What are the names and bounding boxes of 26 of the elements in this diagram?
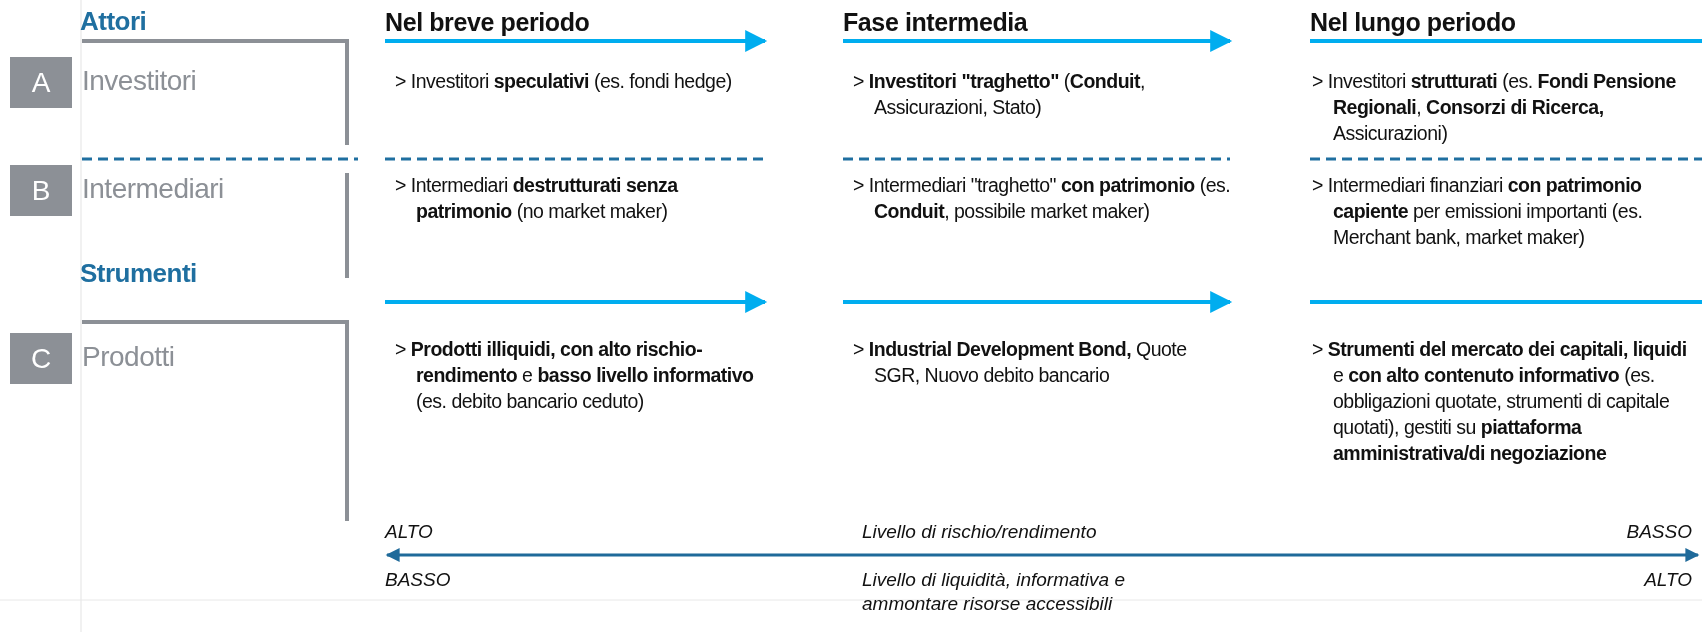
scale-title: Livello di liquidità, informativa e ammontare risorse accessibili: [862, 568, 1126, 616]
column-heading: Nel lungo periodo: [1310, 8, 1516, 37]
row-label: Investitori: [82, 65, 197, 97]
row-label: Prodotti: [82, 341, 175, 373]
letter-badge: B: [10, 165, 72, 216]
letter-badge: A: [10, 57, 72, 108]
column-heading: Nel breve periodo: [385, 8, 590, 37]
cell-text: > Strumenti del mercato dei capitali, liquidi e con alto contenuto informativo (es. obbligazioni quotate, strumenti di capitale quotati), gestiti su piattaforma amministrativa/di negoziazione: [1312, 337, 1688, 466]
letter-badge: C: [10, 333, 72, 384]
scale-title: Livello di rischio/rendimento: [862, 520, 1097, 544]
scale-label: BASSO: [385, 568, 451, 592]
cell-text: > Intermediari finanziari con patrimonio capiente per emissioni importanti (es. Merchant bank, market maker): [1312, 173, 1644, 250]
cell-text: > Prodotti illiquidi, con alto rischio-rendimento e basso livello informativo (es. debito bancario ceduto): [395, 337, 755, 414]
cell-text: > Investitori speculativi (es. fondi hedge): [395, 69, 733, 94]
cell-text: > Investitori "traghetto" (Conduit, Assicurazioni, Stato): [853, 69, 1146, 120]
scale-label: ALTO: [385, 520, 433, 544]
section-heading: Strumenti: [80, 258, 197, 289]
column-heading: Fase intermedia: [843, 8, 1028, 37]
row-label: Intermediari: [82, 173, 224, 205]
cell-text: > Intermediari "traghetto" con patrimonio (es. Conduit, possibile market maker): [853, 173, 1232, 224]
scale-label: ALTO: [1644, 568, 1692, 592]
cell-text: > Intermediari destrutturati senza patrimonio (no market maker): [395, 173, 680, 224]
cell-text: > Industrial Development Bond, Quote SGR, Nuovo debito bancario: [853, 337, 1188, 388]
section-heading: Attori: [80, 6, 147, 37]
cell-text: > Investitori strutturati (es. Fondi Pensione Regionali, Consorzi di Ricerca, Assicurazioni): [1312, 69, 1677, 146]
scale-label: BASSO: [1626, 520, 1692, 544]
